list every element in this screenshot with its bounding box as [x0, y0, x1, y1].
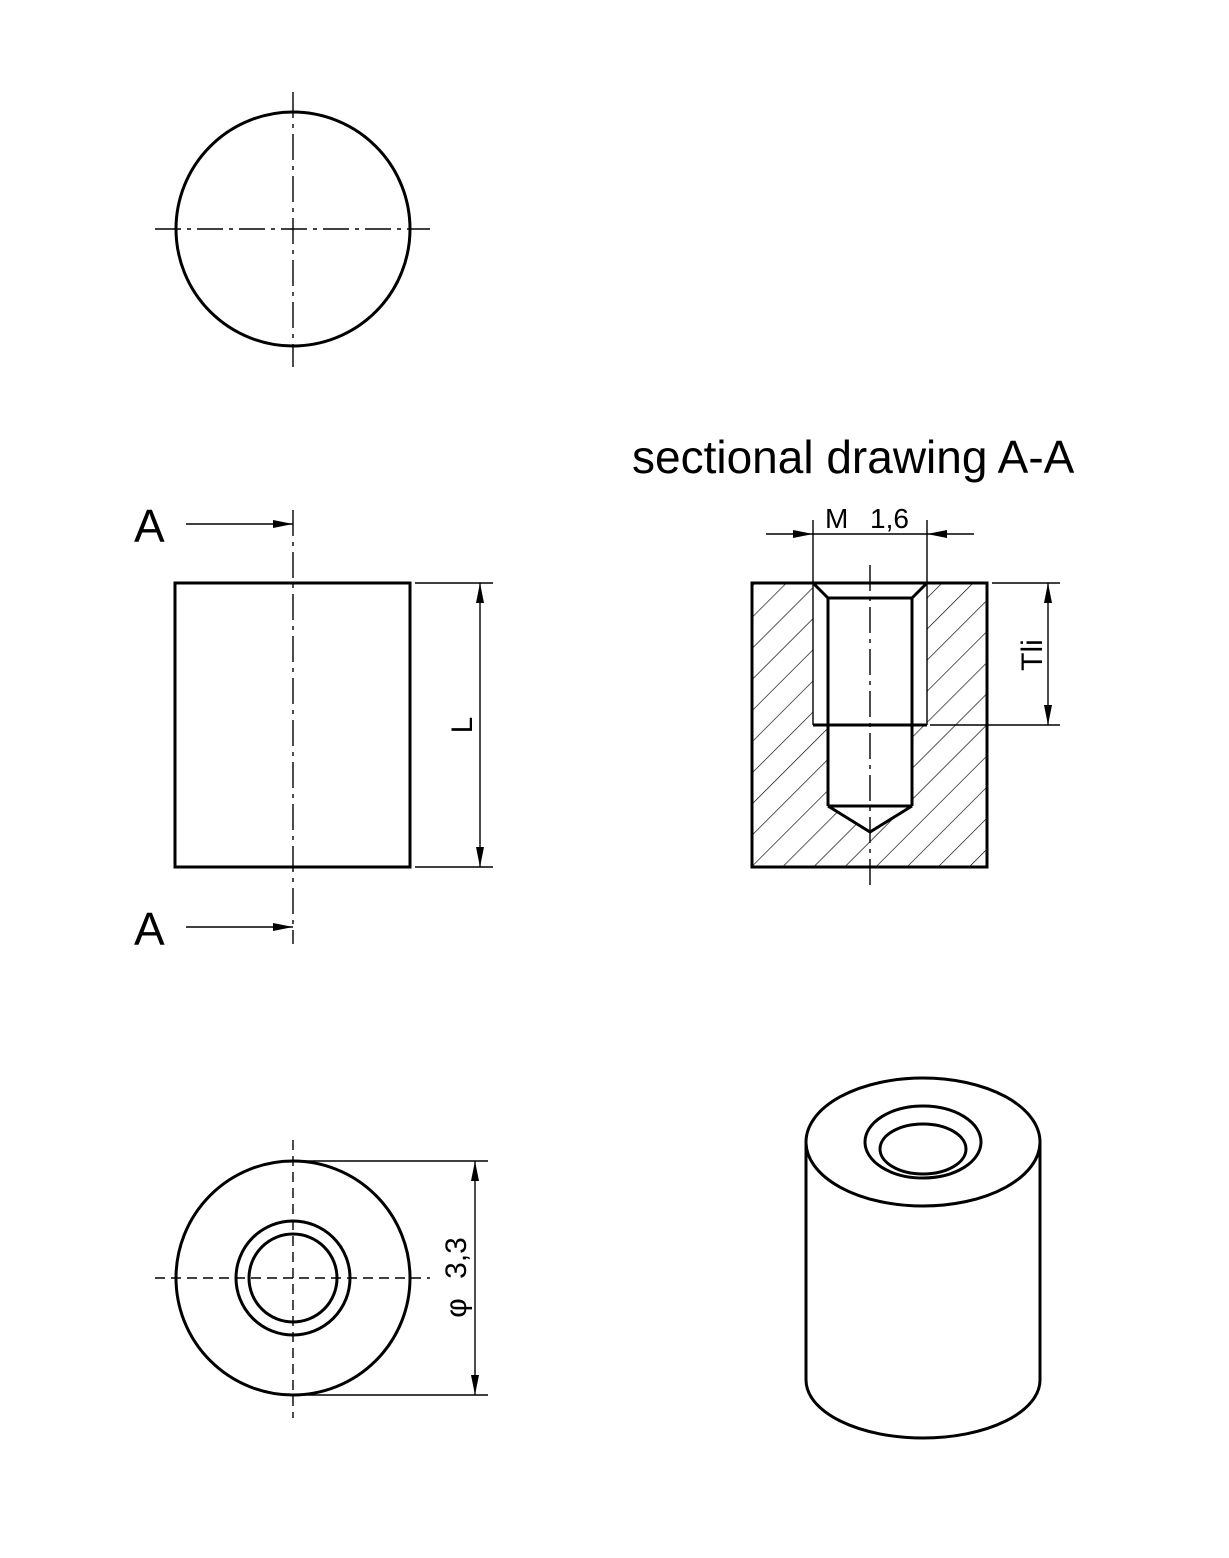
diameter-symbol: φ	[440, 1298, 473, 1317]
depth-dimension-label: Tli	[1016, 639, 1049, 671]
chamfer-right	[910, 581, 929, 600]
thread-dim-prefix: M	[825, 503, 848, 534]
thread-dim-size: 1,6	[870, 503, 909, 534]
section-view: sectional drawing A-A M 1,6	[632, 431, 1075, 888]
section-hatch	[752, 583, 987, 867]
length-dimension-label: L	[446, 717, 479, 734]
chamfer-left	[811, 581, 830, 600]
section-title: sectional drawing A-A	[632, 431, 1075, 483]
diameter-value: 3,3	[440, 1237, 473, 1279]
section-marker-bottom: A	[134, 903, 165, 955]
iso-bore-ellipse	[878, 1122, 968, 1176]
iso-top-ellipse	[804, 1076, 1042, 1208]
bottom-view: φ 3,3	[155, 1140, 488, 1418]
iso-thread-ellipse	[863, 1104, 983, 1180]
front-view: A A L	[134, 500, 493, 955]
isometric-view	[804, 1076, 1042, 1440]
section-marker-top: A	[134, 500, 165, 552]
top-view	[155, 92, 430, 367]
iso-body-outline	[804, 1142, 1042, 1440]
